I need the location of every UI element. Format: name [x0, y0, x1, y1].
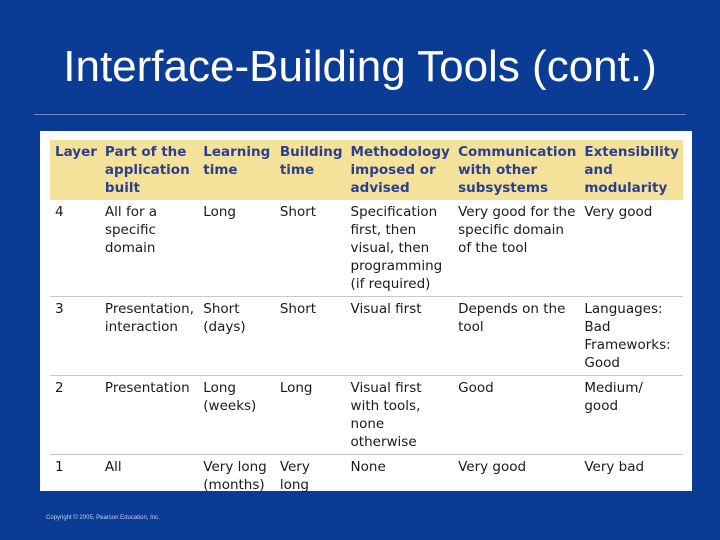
table-row: 1 All Very long (months) Very long None … [50, 455, 683, 498]
cell-learning-time: Long [203, 204, 236, 220]
cell-layer: 1 [55, 459, 64, 475]
cell-extensibility: Medium/ good [584, 380, 643, 414]
table-panel: Layer Part of the application built Lear… [40, 131, 692, 493]
tools-table: Layer Part of the application built Lear… [50, 140, 683, 497]
cell-communication: Good [458, 380, 494, 396]
cell-building-time: Very long [279, 459, 310, 493]
header-layer: Layer [55, 144, 97, 160]
cell-layer: 4 [55, 204, 64, 220]
cell-extensibility: Languages: Bad Frameworks: Good [584, 301, 671, 371]
cell-learning-time: Short (days) [203, 301, 246, 335]
header-building-time: Building time [279, 144, 343, 178]
cell-extensibility: Very bad [584, 459, 645, 475]
cell-part-built: Presentation, interaction [104, 301, 194, 335]
title-divider [34, 114, 686, 115]
cell-methodology: Specification first, then visual, then p… [350, 204, 443, 292]
cell-learning-time: Very long (months) [203, 459, 267, 493]
table-row: 4 All for a specific domain Long Short S… [50, 200, 683, 297]
table-header-row: Layer Part of the application built Lear… [50, 140, 683, 200]
cell-extensibility: Very good [584, 204, 653, 220]
header-communication: Communication with other subsystems [458, 144, 577, 196]
cell-communication: Very good for the specific domain of the… [458, 204, 576, 256]
cell-building-time: Long [279, 380, 313, 396]
header-part-built: Part of the application built [104, 144, 190, 196]
cell-building-time: Short [279, 301, 317, 317]
table-row: 2 Presentation Long (weeks) Long Visual … [50, 376, 683, 455]
table-row: 3 Presentation, interaction Short (days)… [50, 297, 683, 376]
cell-learning-time: Long (weeks) [203, 380, 257, 414]
cell-methodology: Visual first with tools, none otherwise [350, 380, 422, 450]
copyright-notice: Copyright © 2005, Pearson Education, Inc… [46, 515, 160, 521]
cell-methodology: Visual first [350, 301, 422, 317]
header-learning-time: Learning time [203, 144, 271, 178]
cell-part-built: All [104, 459, 122, 475]
cell-communication: Depends on the tool [458, 301, 566, 335]
cell-communication: Very good [458, 459, 527, 475]
cell-part-built: Presentation [104, 380, 190, 396]
cell-building-time: Short [279, 204, 317, 220]
cell-layer: 2 [55, 380, 64, 396]
cell-part-built: All for a specific domain [104, 204, 158, 256]
cell-methodology: None [350, 459, 386, 475]
slide-title: Interface-Building Tools (cont.) [63, 42, 657, 91]
header-extensibility: Extensibility and modularity [584, 144, 679, 196]
cell-layer: 3 [55, 301, 64, 317]
header-methodology: Methodology imposed or advised [350, 144, 450, 196]
